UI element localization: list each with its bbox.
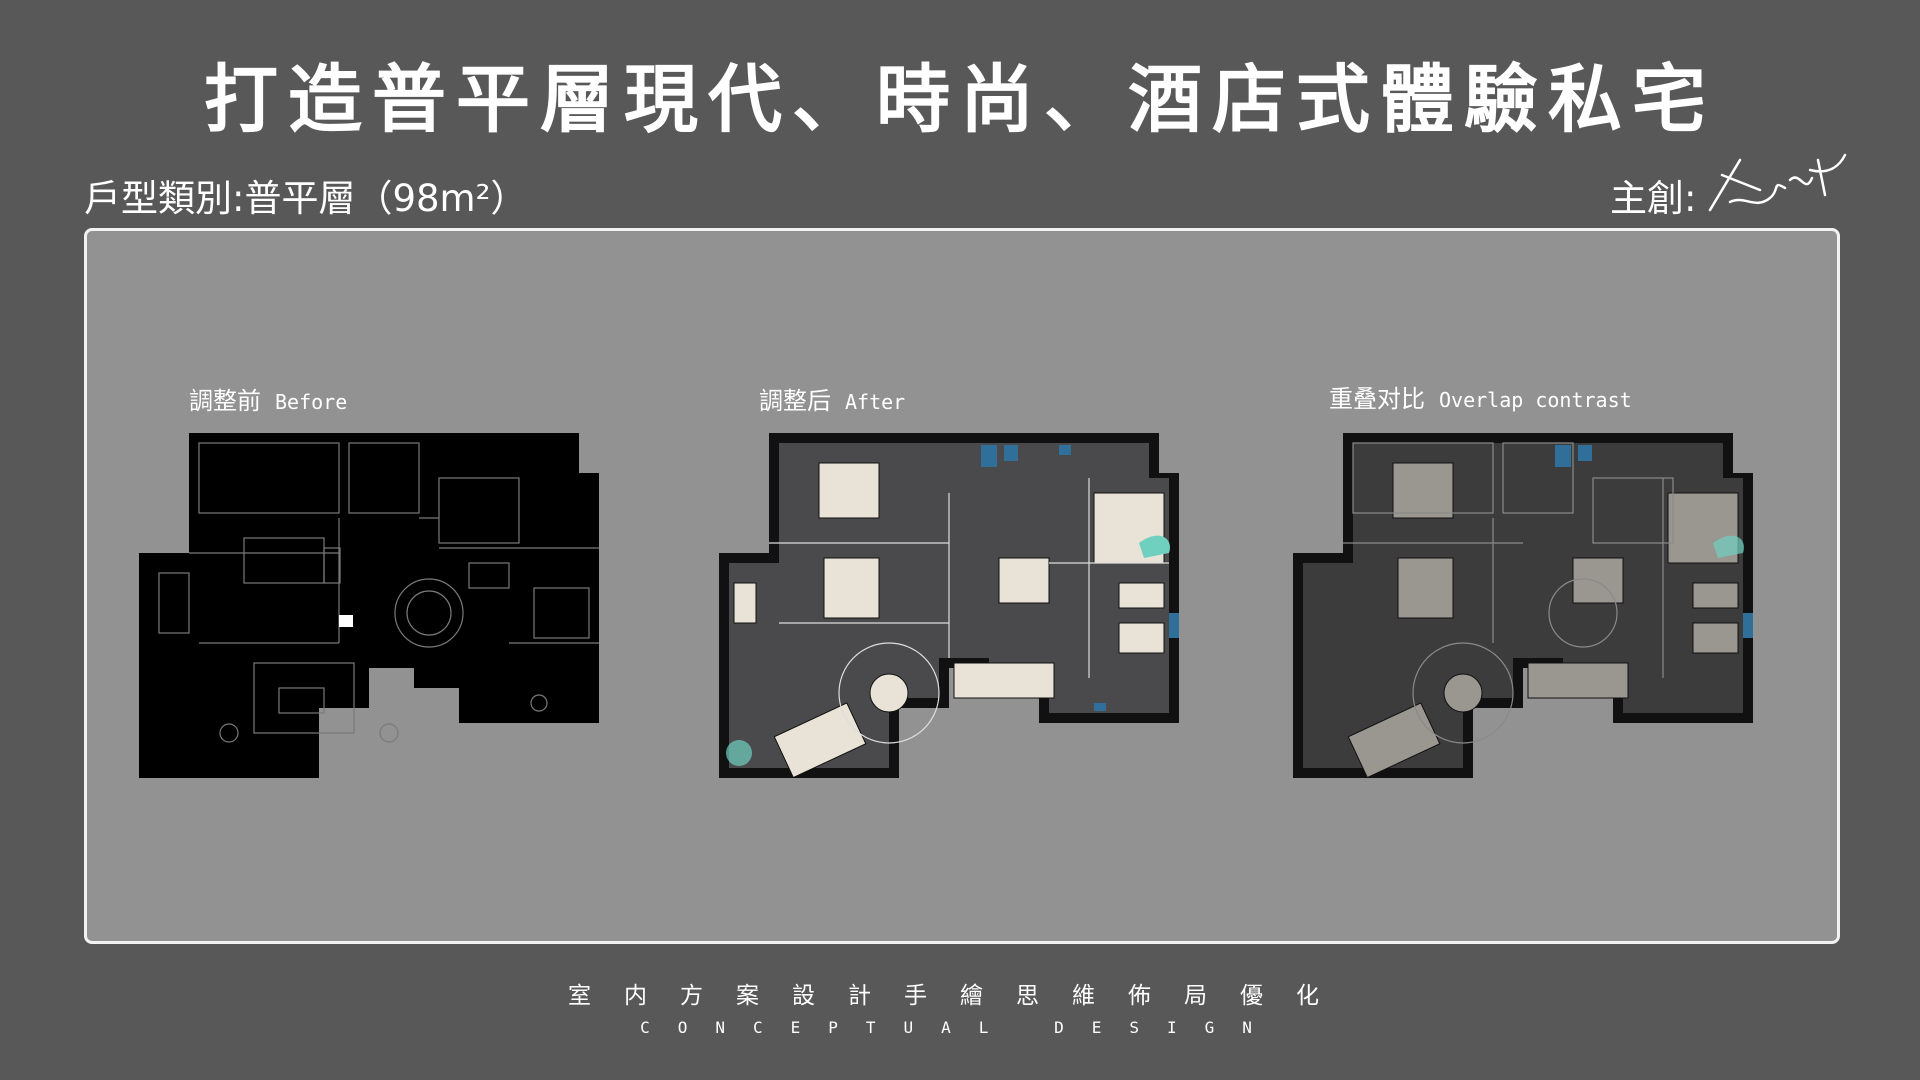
plan-label-before: 調整前 Before	[189, 381, 347, 416]
designer-label: 主創:	[1610, 177, 1697, 220]
page-title: 打造普平層現代、時尚、酒店式體驗私宅	[204, 57, 1716, 143]
plans-panel: 調整前 Before 調整后	[84, 228, 1840, 944]
plan-label-en: After	[845, 390, 906, 414]
plan-label-en: Before	[275, 390, 348, 414]
designer-signature	[1708, 153, 1847, 212]
footer-title-cn: 室内方案設計手繪思維佈局優化	[568, 983, 1352, 1009]
plan-label-after: 調整后 After	[759, 381, 905, 416]
floor-plan-before	[139, 433, 599, 778]
floor-plan-overlap	[1293, 433, 1753, 778]
plan-label-cn: 調整前	[189, 387, 261, 415]
footer-title-en: CONCEPTUAL DESIGN	[640, 1018, 1280, 1037]
unit-type-label: 戶型類別:普平層（98m²）	[84, 177, 528, 220]
plan-label-cn: 調整后	[759, 387, 831, 415]
plan-label-en: Overlap contrast	[1439, 388, 1632, 412]
plan-label-cn: 重叠对比	[1329, 385, 1425, 413]
plan-label-overlap: 重叠对比 Overlap contrast	[1329, 379, 1632, 414]
floor-plan-after	[719, 433, 1179, 778]
